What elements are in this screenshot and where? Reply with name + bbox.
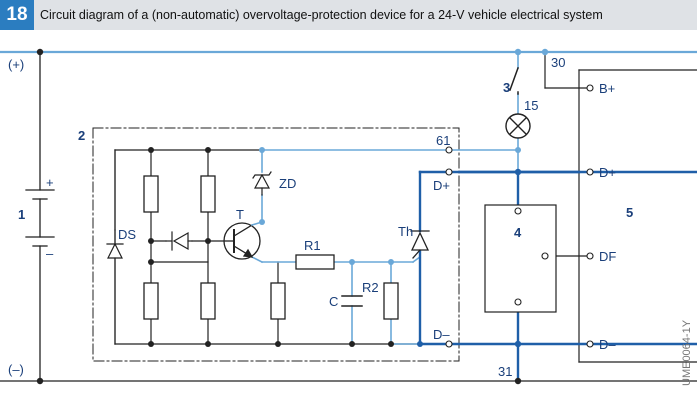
label-switch-num: 3 bbox=[503, 80, 510, 95]
labels: (+) (–) + – 1 2 3 4 5 30 31 15 61 D+ D– … bbox=[8, 55, 693, 386]
warning-lamp bbox=[505, 113, 531, 139]
label-dminus-inner: D– bbox=[433, 327, 450, 342]
label-battery-plus: + bbox=[46, 175, 54, 190]
label-dplus: D+ bbox=[599, 165, 616, 180]
label-dminus: D– bbox=[599, 337, 616, 352]
label-df: DF bbox=[599, 249, 616, 264]
label-battery-minus: – bbox=[46, 246, 54, 261]
label-alternator-num: 5 bbox=[626, 205, 633, 220]
label-t: T bbox=[236, 207, 244, 222]
label-t30: 30 bbox=[551, 55, 565, 70]
ignition-switch bbox=[509, 67, 519, 95]
resistor-top-left bbox=[143, 175, 159, 213]
terminal-bplus bbox=[586, 84, 594, 92]
terminal-dminus bbox=[586, 340, 594, 348]
terminal-dplus-inner bbox=[445, 168, 453, 176]
internal-wiring bbox=[114, 149, 421, 345]
label-t61: 61 bbox=[436, 133, 450, 148]
zener-diode-zd bbox=[252, 171, 272, 196]
label-t15: 15 bbox=[524, 98, 538, 113]
alternator-enclosure bbox=[578, 69, 697, 363]
figure-header: 18 Circuit diagram of a (non-automatic) … bbox=[0, 0, 697, 30]
label-zd: ZD bbox=[279, 176, 296, 191]
figure-code: UME0064-1Y bbox=[681, 319, 693, 386]
diode-horizontal bbox=[165, 231, 193, 251]
resistor-r2 bbox=[383, 282, 399, 320]
figure-caption: Circuit diagram of a (non-automatic) ove… bbox=[40, 8, 603, 22]
regulator-bottom-terminal bbox=[514, 298, 522, 306]
battery-symbol bbox=[25, 51, 55, 382]
resistor-bottom-mid bbox=[200, 282, 216, 320]
label-dplus-inner: D+ bbox=[433, 178, 450, 193]
lamp-branch bbox=[450, 51, 519, 173]
terminal-dminus-inner bbox=[445, 340, 453, 348]
label-t31: 31 bbox=[498, 364, 512, 379]
label-r2: R2 bbox=[362, 280, 379, 295]
circuit-diagram: (+) (–) + – 1 2 3 4 5 30 31 15 61 D+ D– … bbox=[0, 48, 697, 386]
junction-dots bbox=[36, 48, 549, 385]
resistor-bottom-left bbox=[143, 282, 159, 320]
label-ds: DS bbox=[118, 227, 136, 242]
label-plus: (+) bbox=[8, 57, 24, 72]
regulator-df-terminal bbox=[541, 252, 549, 260]
resistors bbox=[143, 175, 399, 320]
label-device-num: 2 bbox=[78, 128, 85, 143]
resistor-r1 bbox=[295, 254, 335, 270]
zener-diode-ds bbox=[106, 229, 124, 345]
regulator-top-terminal bbox=[514, 207, 522, 215]
label-regulator-num: 4 bbox=[514, 225, 522, 240]
figure-number: 18 bbox=[0, 0, 34, 30]
transistor-t bbox=[223, 221, 264, 264]
control-wiring bbox=[261, 149, 448, 345]
terminal-dplus bbox=[586, 168, 594, 176]
terminal-61 bbox=[445, 146, 453, 154]
label-battery-num: 1 bbox=[18, 207, 25, 222]
thyristor-th bbox=[410, 230, 430, 259]
resistor-top-mid bbox=[200, 175, 216, 213]
terminal-df bbox=[586, 252, 594, 260]
label-minus: (–) bbox=[8, 362, 24, 377]
capacitor-c bbox=[341, 295, 363, 307]
d-plus-wiring bbox=[418, 170, 697, 383]
label-th: Th bbox=[398, 224, 413, 239]
resistor-emitter bbox=[270, 282, 286, 320]
terminal-circles bbox=[445, 84, 594, 348]
label-bplus: B+ bbox=[599, 81, 615, 96]
device-enclosure bbox=[92, 127, 460, 362]
label-c: C bbox=[329, 294, 338, 309]
label-r1: R1 bbox=[304, 238, 321, 253]
